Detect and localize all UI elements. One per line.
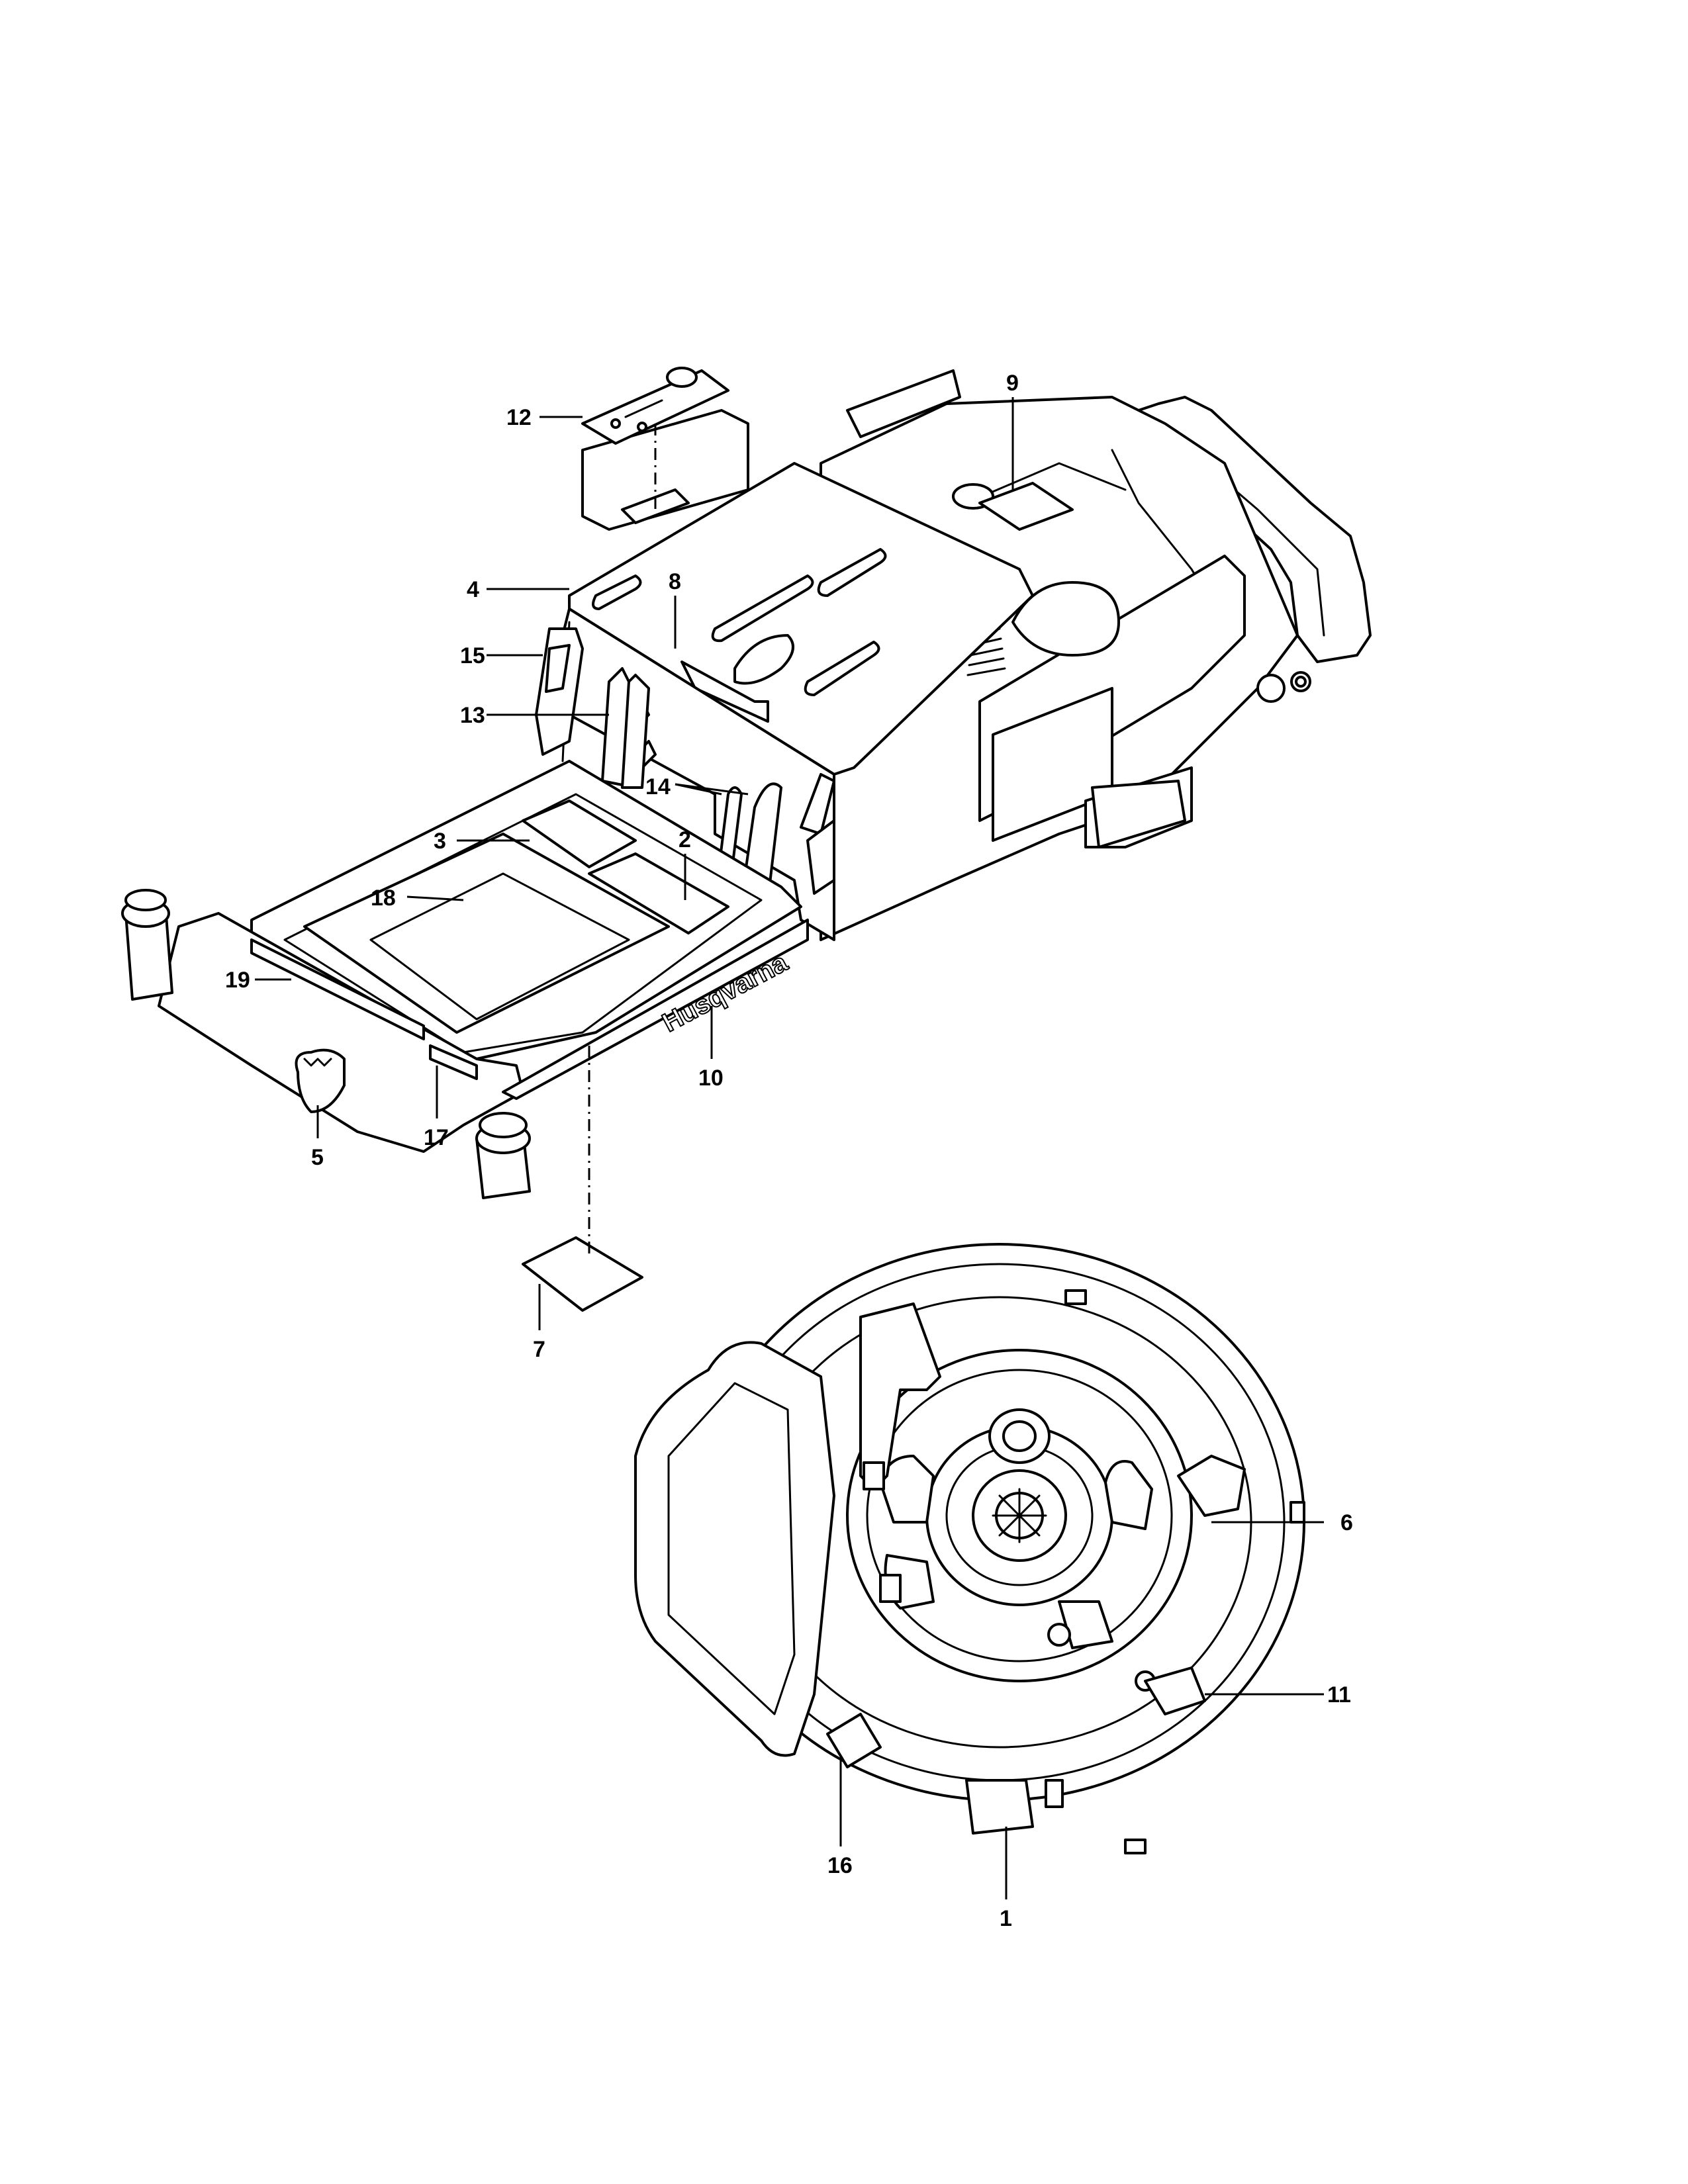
callout-18: 18 — [371, 886, 396, 911]
callout-16: 16 — [827, 1853, 853, 1878]
decal-16 — [826, 1713, 882, 1768]
callout-19: 19 — [225, 968, 250, 993]
left-caster — [121, 889, 173, 1001]
mower-deck — [634, 1243, 1305, 1854]
callout-15: 15 — [460, 643, 485, 668]
decal-1 — [965, 1779, 1034, 1835]
decal-17 — [429, 1044, 478, 1080]
callout-2: 2 — [679, 827, 691, 852]
callout-3: 3 — [434, 829, 446, 854]
decal-2 — [588, 852, 729, 934]
callout-14: 14 — [645, 774, 671, 799]
callout-7: 7 — [533, 1337, 545, 1362]
fuel-tank — [1011, 581, 1120, 657]
decal-19-strip — [250, 938, 425, 1040]
decal-9 — [978, 482, 1074, 531]
decal-18 — [303, 833, 670, 1034]
callout-leaders — [255, 397, 1324, 1899]
callout-4: 4 — [467, 577, 479, 602]
callout-8: 8 — [669, 569, 681, 594]
callout-1: 1 — [1000, 1906, 1012, 1931]
decal-5 — [295, 1048, 346, 1113]
callout-5: 5 — [311, 1145, 324, 1170]
decal-3 — [522, 799, 637, 868]
right-caster — [475, 1112, 531, 1199]
callout-13: 13 — [460, 703, 485, 728]
front-rail — [502, 919, 809, 1100]
decal-12 — [581, 367, 729, 445]
discharge-chute — [634, 1341, 835, 1757]
callout-labels: 12 9 4 8 15 13 14 3 2 18 19 10 5 17 7 6 … — [225, 371, 1353, 1931]
callout-6: 6 — [1340, 1510, 1353, 1535]
decal-6 — [1177, 1455, 1246, 1517]
callout-9: 9 — [1006, 371, 1019, 396]
decal-11 — [1144, 1666, 1206, 1715]
right-pivot-knob — [1256, 674, 1286, 703]
callout-17: 17 — [424, 1125, 449, 1150]
callout-11: 11 — [1327, 1682, 1351, 1707]
decal-7 — [522, 1236, 643, 1312]
callout-12: 12 — [506, 405, 532, 430]
decal-8-area — [680, 660, 769, 723]
callout-10: 10 — [698, 1066, 724, 1091]
mower-frame: Husqvarna — [121, 369, 1372, 1199]
